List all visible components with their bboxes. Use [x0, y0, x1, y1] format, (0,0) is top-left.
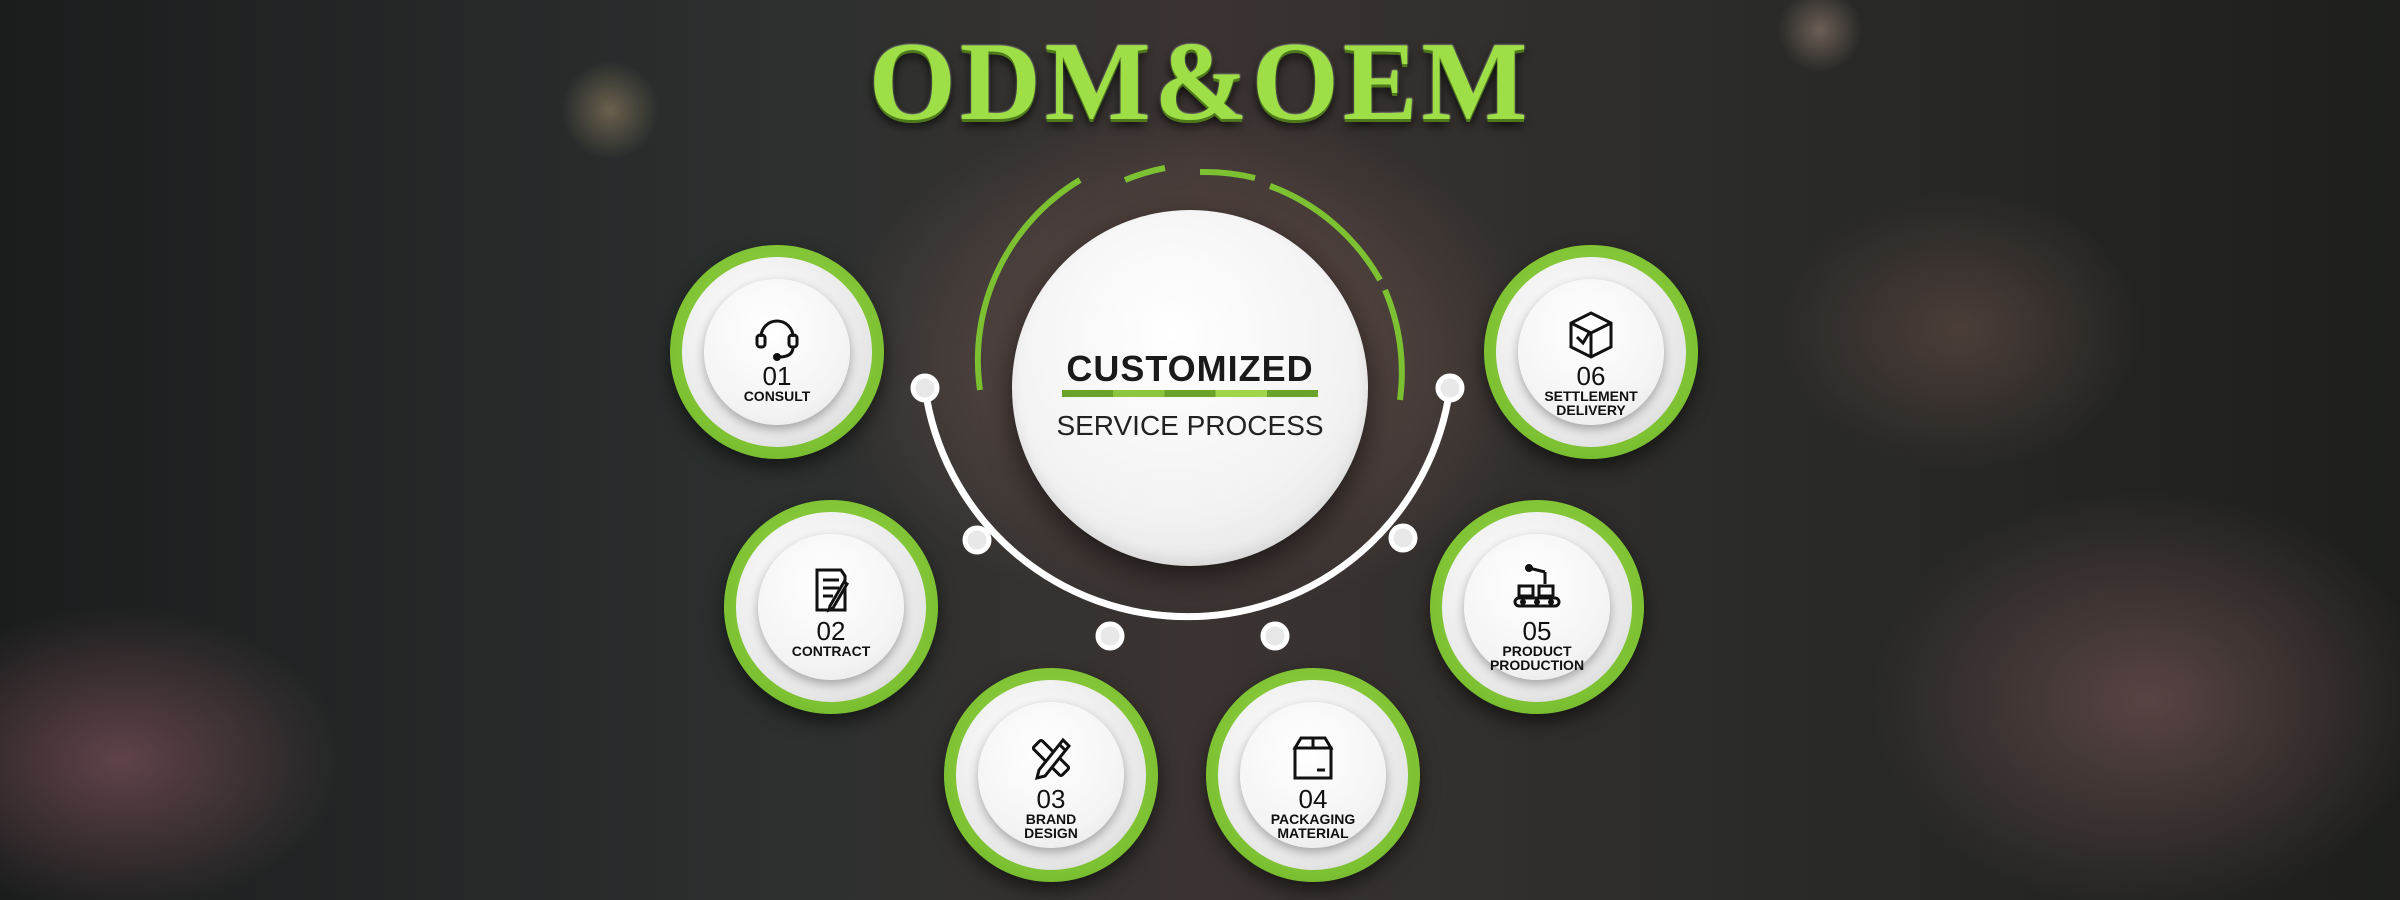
step-label: PRODUCT [1502, 643, 1572, 659]
headset-icon [755, 319, 799, 361]
center-divider-bar [1062, 390, 1318, 397]
step-number: 04 [1298, 784, 1328, 814]
connector-node [1260, 621, 1290, 651]
connector-node [910, 373, 940, 403]
connector-node [1095, 621, 1125, 651]
step-label: PACKAGING [1270, 811, 1356, 827]
step-label: DELIVERY [1556, 402, 1626, 418]
step-number: 03 [1036, 784, 1066, 814]
step-number: 01 [762, 361, 792, 391]
step-label: CONTRACT [791, 643, 871, 659]
step-number: 05 [1522, 616, 1552, 646]
connector-node [1388, 523, 1418, 553]
pencil-ruler-icon [1031, 737, 1072, 781]
step-label: CONSULT [743, 388, 811, 404]
production-line-icon [1513, 564, 1561, 608]
step-01-consult: 01 CONSULT [670, 245, 884, 459]
step-06-settlement-delivery: 06 SETTLEMENT DELIVERY [1484, 245, 1698, 459]
delivery-box-check-icon [1569, 311, 1613, 359]
step-number: 02 [816, 616, 846, 646]
center-subheading: SERVICE PROCESS [1056, 410, 1324, 441]
center-circle: CUSTOMIZED SERVICE PROCESS [1012, 210, 1368, 566]
step-number: 06 [1576, 361, 1606, 391]
step-label: SETTLEMENT [1544, 388, 1638, 404]
contract-document-icon [815, 568, 850, 613]
connector-node [1435, 373, 1465, 403]
step-label: DESIGN [1024, 825, 1078, 841]
step-label: MATERIAL [1277, 825, 1349, 841]
step-04-packaging-material: 04 PACKAGING MATERIAL [1206, 668, 1420, 882]
step-label: PRODUCTION [1489, 657, 1585, 673]
step-02-contract: 02 CONTRACT [724, 500, 938, 714]
connector-node [962, 525, 992, 555]
page-title: ODM&OEM [868, 20, 1532, 144]
package-box-icon [1292, 736, 1334, 780]
step-label: BRAND [1025, 811, 1077, 827]
center-heading: CUSTOMIZED [1066, 348, 1314, 389]
step-03-brand-design: 03 BRAND DESIGN [944, 668, 1158, 882]
step-05-product-production: 05 PRODUCT PRODUCTION [1430, 500, 1644, 714]
